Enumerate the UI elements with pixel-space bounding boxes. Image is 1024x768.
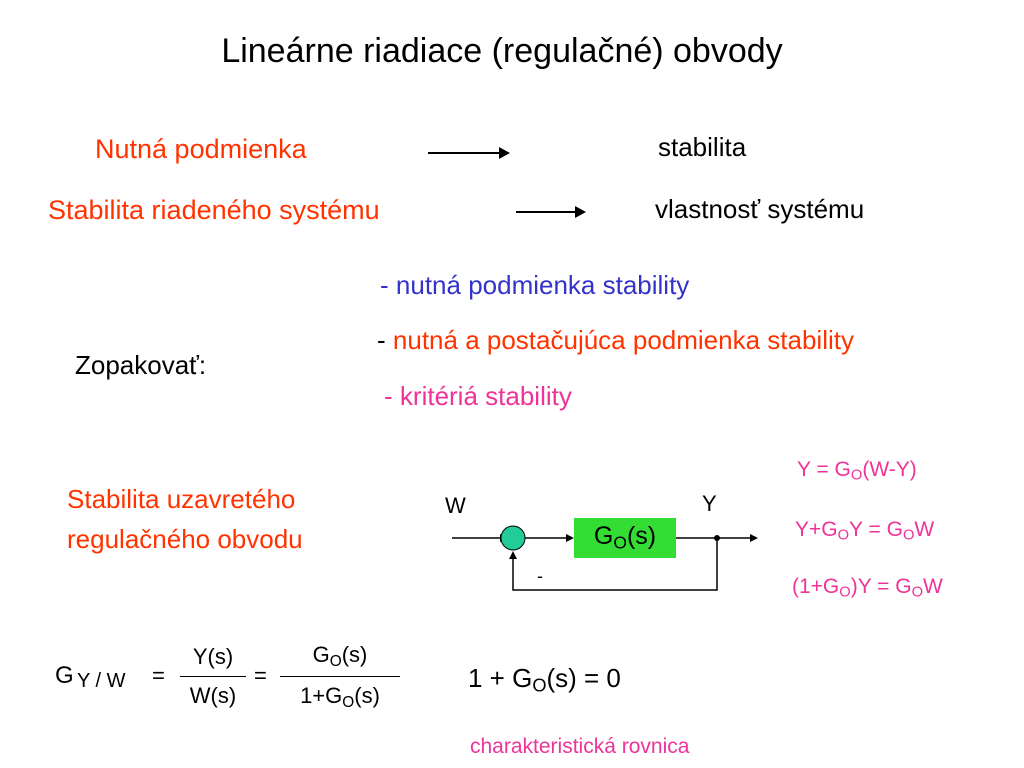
equals-sign-2: =: [254, 663, 267, 688]
fraction-1-denominator: W(s): [189, 683, 237, 708]
block-diagram: [452, 518, 758, 591]
fraction-2-numerator: GO(s): [312, 642, 368, 670]
fraction-2-denominator: 1+GO(s): [300, 683, 380, 711]
plant-block: [574, 518, 676, 558]
input-label-w: W: [445, 493, 466, 518]
characteristic-equation-label: charakteristická rovnica: [470, 735, 690, 758]
closed-loop-line1: Stabilita uzavretého: [67, 484, 296, 514]
arrow-right-icon: [516, 206, 586, 218]
arrow-right-icon: [428, 147, 510, 159]
controlled-system-stability-label: Stabilita riadeného systému: [48, 195, 380, 225]
stability-text: stabilita: [658, 132, 747, 162]
review-label: Zopakovať:: [75, 350, 207, 380]
plant-block-label: GO(s): [593, 522, 657, 553]
closed-loop-line2: regulačného obvodu: [67, 524, 303, 554]
forward-arrowhead: [566, 534, 574, 542]
feedback-line: [512, 538, 718, 591]
fraction-2-bar: [280, 676, 400, 677]
transfer-subscript: Y / W: [77, 670, 126, 692]
review-item-2: - nutná a postačujúca podmienka stabilit…: [377, 325, 854, 355]
output-arrowhead: [750, 534, 758, 542]
feedback-arrowhead: [509, 551, 517, 559]
fraction-1-numerator: Y(s): [192, 644, 234, 669]
necessary-condition-label: Nutná podmienka: [95, 134, 307, 164]
page-title: Lineárne riadiace (regulačné) obvody: [221, 32, 783, 70]
summing-junction: [500, 525, 526, 551]
equation-2: Y+GOY = GOW: [795, 518, 935, 544]
characteristic-equation: 1 + GO(s) = 0: [468, 663, 621, 696]
equation-3: (1+GO)Y = GOW: [792, 575, 943, 601]
system-property-text: vlastnosť systému: [655, 194, 865, 224]
feedback-sign: -: [537, 566, 543, 586]
review-item-1: - nutná podmienka stability: [380, 270, 690, 300]
output-label-y: Y: [702, 491, 717, 516]
equation-1: Y = GO(W-Y): [797, 458, 917, 484]
equals-sign-1: =: [152, 663, 165, 688]
transfer-g: G: [55, 662, 74, 689]
fraction-1-bar: [180, 676, 246, 677]
review-item-3: - kritériá stability: [384, 381, 572, 411]
